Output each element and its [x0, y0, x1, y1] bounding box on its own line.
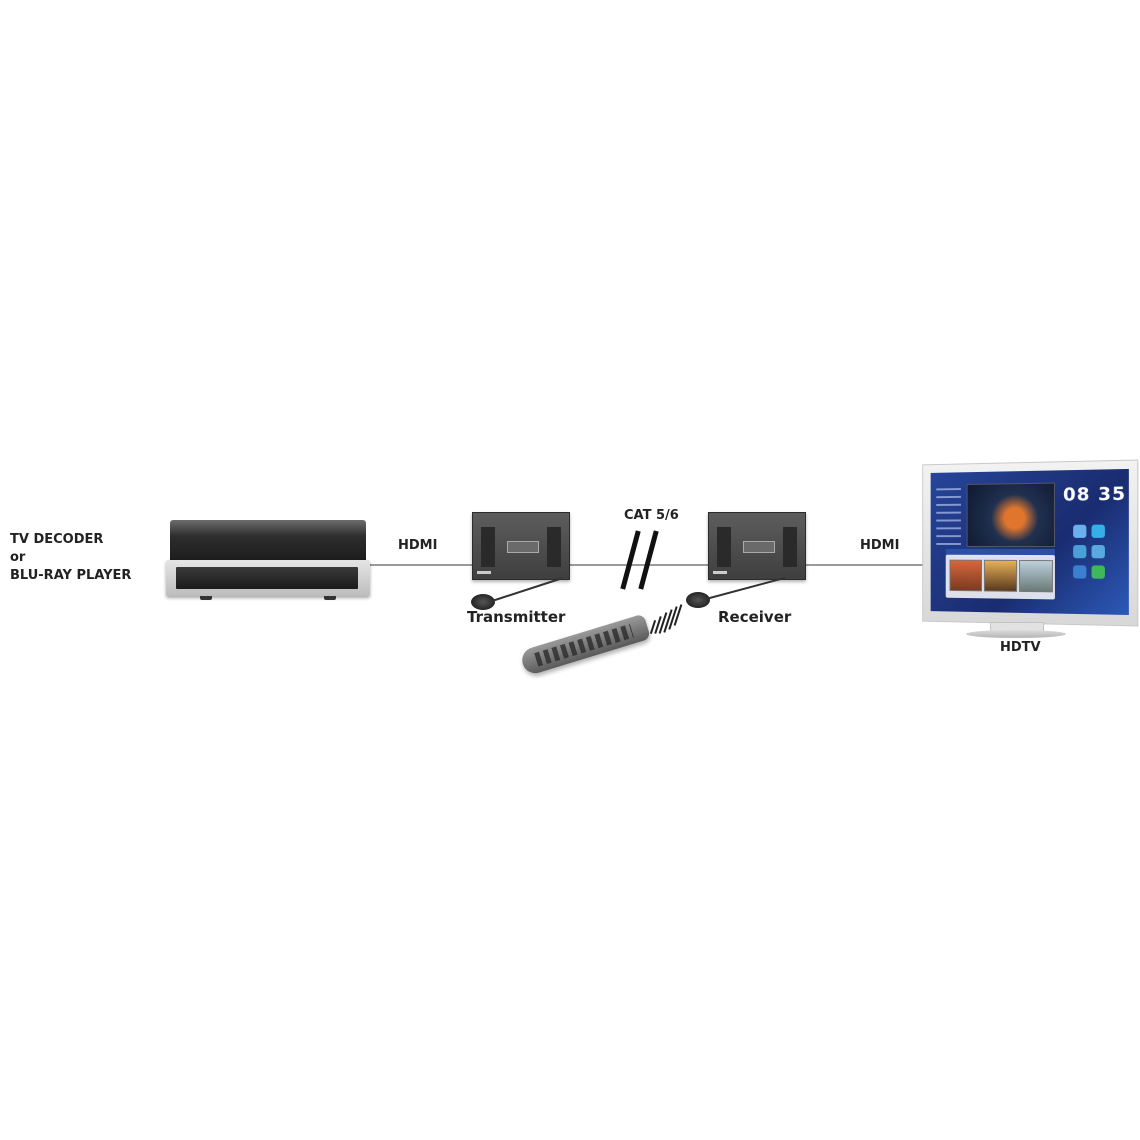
tv-thumbnail	[1019, 559, 1053, 593]
ir-cable	[705, 576, 786, 600]
tv-app-tile	[1091, 524, 1105, 538]
receiver-box-icon	[708, 512, 806, 580]
hdmi-line-source-to-transmitter	[368, 564, 472, 566]
source-label-line1: TV DECODER	[10, 532, 104, 547]
tv-clock: 08 35	[1063, 483, 1127, 506]
cat-cable-label: CAT 5/6	[624, 508, 679, 523]
tv-menu-text	[936, 488, 961, 547]
vent-icon	[783, 527, 797, 567]
transmitter-label: Transmitter	[467, 608, 566, 626]
tv-app-tile	[1091, 565, 1105, 579]
tv-stand-base	[966, 630, 1066, 638]
hdmi-label-1: HDMI	[398, 538, 438, 553]
hdmi-port-icon	[713, 571, 727, 574]
cat-line-transmitter-to-receiver	[568, 564, 708, 566]
vent-icon	[481, 527, 495, 567]
vent-icon	[547, 527, 561, 567]
hdtv-icon: 08 35	[922, 459, 1139, 627]
hdtv-label: HDTV	[1000, 640, 1041, 655]
hdmi-port-icon	[477, 571, 491, 574]
device-foot	[324, 596, 336, 600]
tv-app-tile	[1073, 524, 1087, 538]
decoder-top-unit	[170, 520, 366, 560]
source-label: TV DECODER or BLU-RAY PLAYER	[10, 531, 131, 585]
remote-buttons	[534, 623, 634, 667]
bluray-front-panel	[176, 567, 358, 589]
receiver-label: Receiver	[718, 608, 792, 626]
tv-app-tile	[1073, 565, 1087, 579]
source-label-line3: BLU-RAY PLAYER	[10, 568, 132, 583]
tv-app-tile	[1073, 545, 1087, 559]
tv-app-tile	[1091, 545, 1105, 559]
vent-icon	[717, 527, 731, 567]
hdmi-line-receiver-to-tv	[804, 564, 928, 566]
transmitter-box-icon	[472, 512, 570, 580]
tv-thumbnail	[983, 559, 1018, 592]
hdmi-label-2: HDMI	[860, 538, 900, 553]
ir-cable	[491, 577, 563, 602]
tv-thumbnail	[949, 559, 983, 592]
device-foot	[200, 596, 212, 600]
transmitter-ir-eye-icon	[471, 594, 495, 610]
cable-break-slash-icon	[638, 530, 659, 590]
brand-logo-icon	[743, 541, 775, 553]
brand-logo-icon	[507, 541, 539, 553]
cable-break-slash-icon	[620, 530, 641, 590]
source-label-line2: or	[10, 550, 26, 565]
receiver-ir-eye-icon	[686, 592, 710, 608]
tv-video-preview	[966, 482, 1055, 548]
tv-screen: 08 35	[930, 468, 1129, 616]
